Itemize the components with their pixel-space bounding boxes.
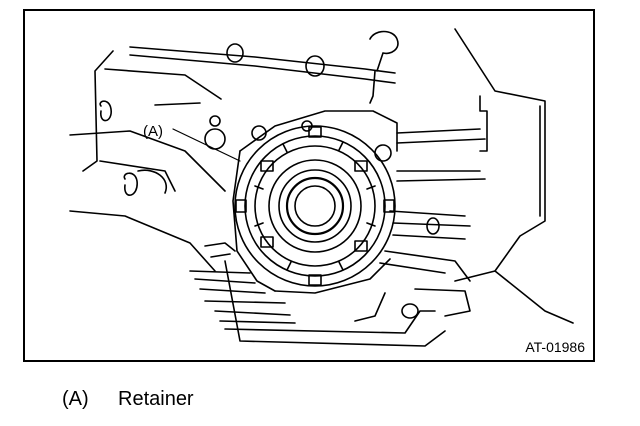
diagram-frame: (A) AT-01986 <box>23 9 595 362</box>
transmission-drawing <box>69 28 574 347</box>
legend-text-a: Retainer <box>118 388 194 410</box>
callout-label-a: (A) <box>143 123 163 140</box>
legend: (A) Retainer <box>62 388 194 411</box>
legend-key-a: (A) <box>62 388 89 410</box>
figure-id-label: AT-01986 <box>525 339 585 355</box>
